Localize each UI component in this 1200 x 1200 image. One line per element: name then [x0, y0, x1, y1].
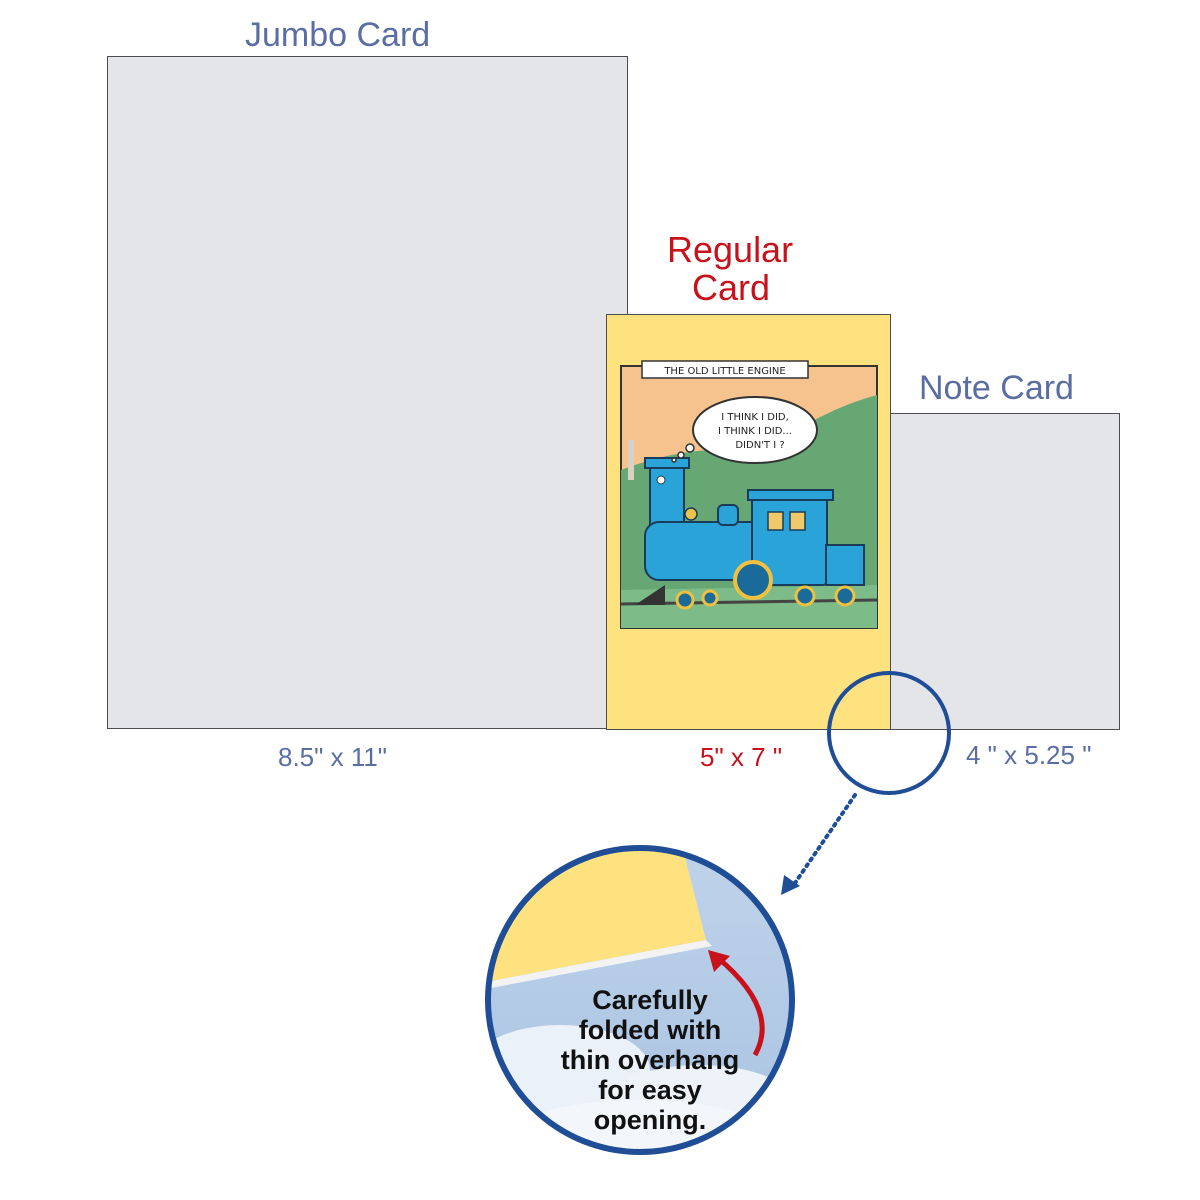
church-steeple — [628, 440, 634, 480]
note-card-size: 4 " x 5.25 " — [966, 740, 1092, 770]
thought-line-1: I THINK I DID, — [721, 412, 789, 423]
dotted-arrow-icon — [793, 793, 857, 885]
regular-card-title-line1: Regular — [667, 229, 794, 270]
red-arrow-head — [708, 950, 730, 972]
regular-card-title-line2: Card — [692, 267, 771, 308]
thought-line-3: DIDN'T I ? — [735, 440, 784, 451]
zoom-detail — [485, 845, 795, 1155]
callout-line-3: thin overhang — [560, 1045, 740, 1075]
jumbo-card-title: Jumbo Card — [245, 16, 431, 54]
curved-red-arrow-icon — [716, 956, 765, 1057]
callout-line-4: for easy — [598, 1075, 702, 1105]
callout-text: Carefully folded with thin overhang for … — [490, 985, 810, 1135]
cartoon-caption-box — [641, 360, 809, 379]
highlight-circle — [827, 671, 951, 795]
locomotive-icon — [635, 457, 865, 610]
dotted-arrow-head — [781, 875, 800, 895]
callout-line-1: Carefully — [592, 985, 708, 1015]
callout-line-2: folded with — [578, 1015, 722, 1045]
cartoon-panel — [620, 360, 878, 629]
cartoon-caption: THE OLD LITTLE ENGINE — [663, 366, 785, 377]
note-card — [880, 413, 1120, 730]
jumbo-card — [107, 56, 628, 729]
thought-line-2: I THINK I DID... — [718, 426, 792, 437]
thought-bubble — [671, 396, 818, 464]
note-card-title: Note Card — [919, 369, 1074, 407]
jumbo-card-size: 8.5" x 11" — [278, 742, 388, 772]
callout-line-5: opening. — [593, 1105, 707, 1135]
regular-card-size: 5" x 7 " — [700, 742, 783, 772]
